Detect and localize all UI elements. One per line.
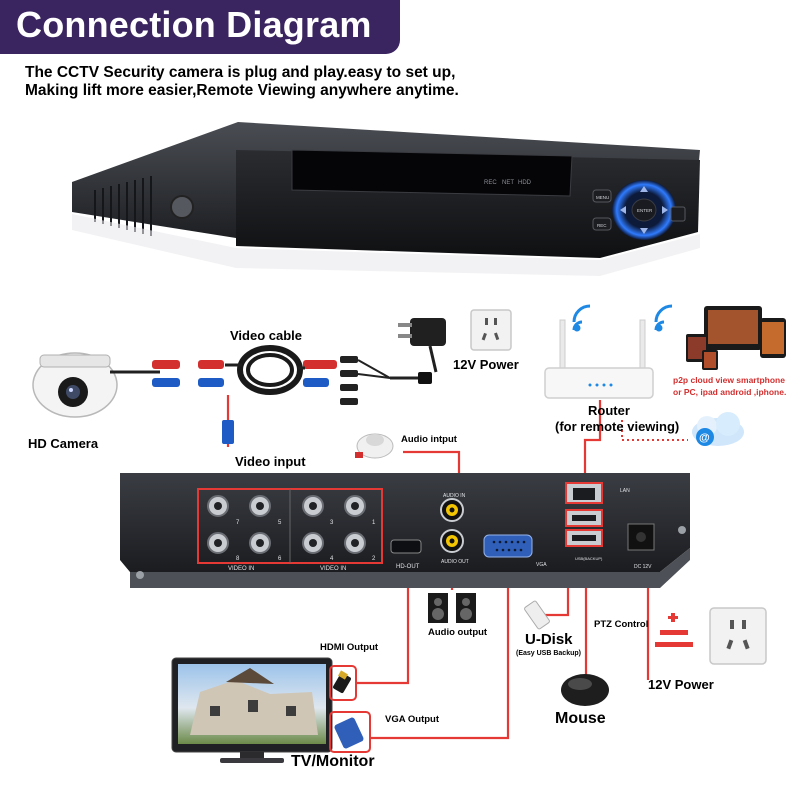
port-number: 1 <box>372 520 376 526</box>
hd-camera-label: HD Camera <box>28 436 99 451</box>
bnc-rca-connectors <box>152 360 337 387</box>
intro-line-1: The CCTV Security camera is plug and pla… <box>25 64 456 81</box>
dvr-side-vent <box>94 176 152 236</box>
intro-text: The CCTV Security camera is plug and pla… <box>25 64 459 100</box>
ptz-control-label: PTZ Control <box>594 619 649 630</box>
mobile-devices <box>686 306 786 370</box>
dvr-side-screw <box>170 195 194 219</box>
dvr-display-window <box>291 149 573 197</box>
hdmi-wire <box>355 565 410 685</box>
arrow-up-icon[interactable] <box>640 186 648 192</box>
menu-button[interactable] <box>592 189 612 203</box>
arrow-down-icon[interactable] <box>640 228 648 234</box>
wall-socket-top <box>470 309 512 351</box>
tv-monitor <box>171 657 333 763</box>
ground-screw <box>136 571 144 579</box>
port-number: 3 <box>330 520 334 526</box>
lan-wire <box>583 400 602 493</box>
dvr-back-panel: 7 5 3 1 8 6 4 2 VIDEO IN VIDEO IN HD-OUT… <box>120 473 690 588</box>
dvr-back-body <box>120 473 690 572</box>
port-number: 5 <box>278 520 282 526</box>
cable-coil <box>237 345 303 395</box>
dc-label: DC 12V <box>634 564 652 570</box>
usb-disk <box>524 600 550 630</box>
speakers <box>428 593 476 623</box>
bnc-plug <box>222 420 234 444</box>
wifi-icon <box>572 304 591 332</box>
video-in-label: VIDEO IN <box>228 566 254 572</box>
power-splitter <box>340 356 432 405</box>
router <box>544 319 654 399</box>
wifi-icon-2 <box>654 304 673 332</box>
wall-socket-bottom <box>709 607 767 665</box>
dvr-front-unit: REC NET HDD MENU REC ENTER <box>72 122 700 276</box>
enter-button[interactable] <box>631 198 657 222</box>
arrow-left-icon[interactable] <box>620 206 626 214</box>
usb-backup-label: USB(BACKUP) <box>575 556 603 561</box>
vga-label: VGA <box>536 562 547 568</box>
page-title: Connection Diagram <box>16 4 372 45</box>
hdd-indicator: HDD <box>518 180 532 186</box>
hdmi-port[interactable] <box>390 539 422 554</box>
rec-indicator: REC <box>484 180 497 186</box>
video-in-label: VIDEO IN <box>320 566 346 572</box>
u-disk-note: (Easy USB Backup) <box>516 650 581 657</box>
port-number: 6 <box>278 556 282 562</box>
vga-wire <box>370 555 510 740</box>
video-input-label: Video input <box>235 454 306 469</box>
port-number: 4 <box>330 556 334 562</box>
audio-input-label: Audio intput <box>401 434 457 445</box>
net-indicator: NET <box>502 180 514 186</box>
audio-out-port[interactable] <box>440 529 464 553</box>
rec-button-label: REC <box>597 223 607 228</box>
enter-button-label: ENTER <box>637 208 653 213</box>
port-number: 7 <box>236 520 240 526</box>
svg-text:@: @ <box>699 432 710 444</box>
lan-label: LAN <box>620 488 630 494</box>
vga-output-label: VGA Output <box>385 714 439 725</box>
power-label-top: 12V Power <box>453 357 519 372</box>
audio-out-label: AUDIO OUT <box>441 559 469 565</box>
p2p-text-line1: p2p cloud view smartphone <box>673 375 785 385</box>
hdmi-output-label: HDMI Output <box>320 642 379 653</box>
audio-output-label: Audio output <box>428 627 488 638</box>
video-cable-label: Video cable <box>230 328 303 343</box>
menu-button-label: MENU <box>596 195 609 200</box>
title-banner: Connection Diagram <box>0 0 400 54</box>
tv-monitor-label: TV/Monitor <box>291 753 375 770</box>
port-number: 8 <box>236 556 240 562</box>
arrow-right-icon[interactable] <box>662 206 668 214</box>
usb-front-port <box>670 206 686 222</box>
mouse-label: Mouse <box>555 710 606 727</box>
vga-plug <box>329 711 371 753</box>
power-label-bottom: 12V Power <box>648 677 714 692</box>
router-sublabel: (for remote viewing) <box>555 419 680 434</box>
intro-line-2: Making lift more easier,Remote Viewing a… <box>25 82 459 99</box>
dome-camera <box>32 352 118 418</box>
bnc-ports[interactable] <box>207 495 366 554</box>
vga-port[interactable] <box>483 534 533 558</box>
mouse <box>561 674 609 706</box>
audio-in-label: AUDIO IN <box>443 493 466 499</box>
port-number: 2 <box>372 556 376 562</box>
power-adapter <box>398 318 446 373</box>
dvr-reflection <box>72 214 700 276</box>
audio-in-port[interactable] <box>440 498 464 522</box>
hd-out-label: HD-OUT <box>396 564 420 570</box>
dc-power-symbol <box>655 613 693 647</box>
p2p-text-line2: or PC, ipad android ,iphone. <box>673 387 787 397</box>
panel-screw <box>678 526 686 534</box>
hdmi-plug <box>329 665 357 701</box>
cloud-icon: @ <box>692 412 744 446</box>
usb-ports[interactable] <box>565 509 603 547</box>
microphone <box>355 433 394 459</box>
rec-button[interactable] <box>592 217 612 231</box>
router-label: Router <box>588 403 630 418</box>
u-disk-label: U-Disk <box>525 631 573 648</box>
cloud-link-dotted <box>621 420 688 441</box>
